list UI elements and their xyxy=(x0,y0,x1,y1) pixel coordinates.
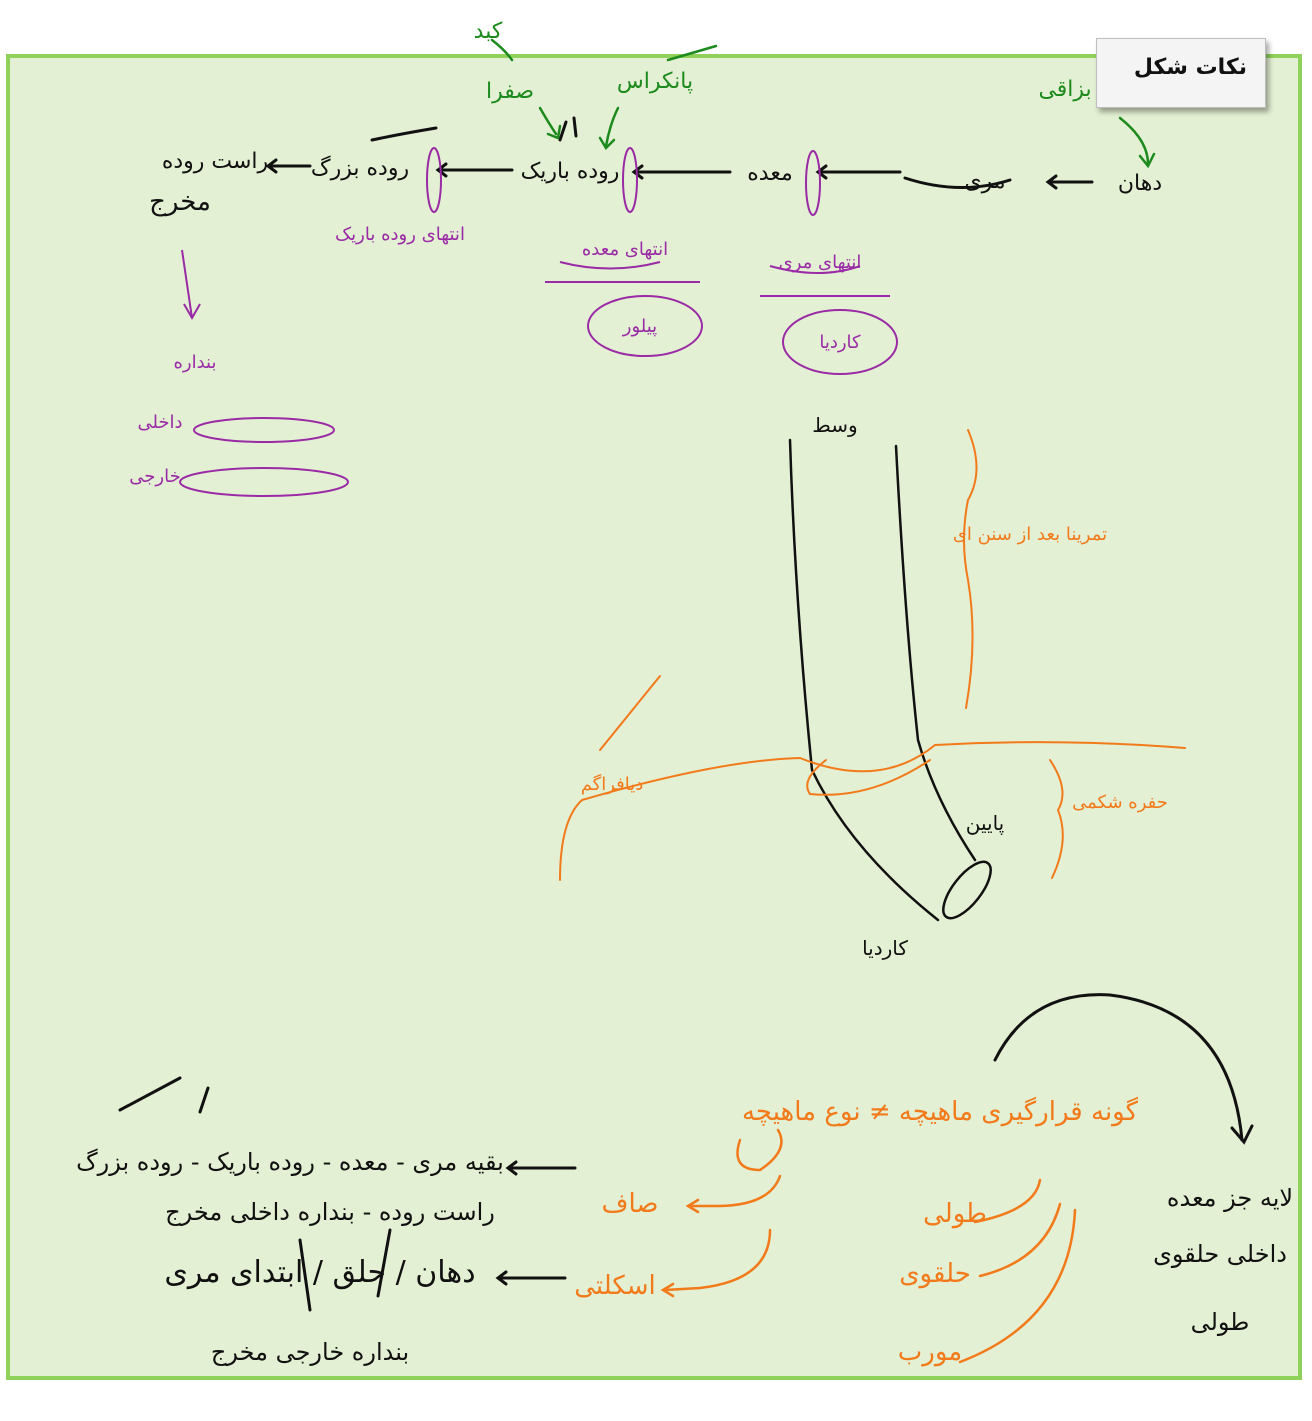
label-below-neck: تمرینا بعد از سنن ای xyxy=(953,524,1107,545)
label-low: پایین xyxy=(966,811,1005,836)
arrow-pancreas xyxy=(604,106,620,148)
abdomen-brace xyxy=(1049,759,1064,879)
label-oblique: مورب xyxy=(898,1337,962,1367)
smooth-list-2: راست روده - بنداره داخلی مخرج xyxy=(165,1198,495,1226)
external-sphincter: بنداره خارجی مخرج xyxy=(211,1338,409,1366)
label-smooth: صاف xyxy=(602,1189,659,1219)
smooth-list-1: بقیه مری - معده - روده باریک - روده بزرگ xyxy=(76,1148,504,1176)
esophagus-stroke xyxy=(903,176,1012,190)
label-esophagus: مری xyxy=(964,169,1005,194)
label-gall: صفرا xyxy=(486,79,534,104)
label-rectum: راست روده xyxy=(162,149,268,174)
pylorus-oval xyxy=(587,295,703,357)
arrow-gall xyxy=(538,106,558,136)
label-longitudinal: طولی xyxy=(923,1199,987,1229)
label-external: خارجی xyxy=(129,466,180,487)
note-box: نکات شکل xyxy=(1096,38,1266,108)
esophagus-opening xyxy=(942,860,992,920)
external-oval xyxy=(179,467,349,497)
sphincter-oval-ileocecal xyxy=(426,147,442,213)
label-liver: کبد xyxy=(474,19,503,44)
sphincter-oval-pylorus xyxy=(622,147,638,213)
label-end-small: انتهای روده باریک xyxy=(335,224,465,245)
diaphragm-curve xyxy=(559,741,1186,881)
sphincter-oval-cardia xyxy=(805,150,821,216)
label-cardia: کاردیا xyxy=(819,332,861,353)
arrowhead xyxy=(1045,174,1058,190)
right-note-2: داخلی حلقوی xyxy=(1153,1240,1287,1268)
label-pancreas: پانکراس xyxy=(617,69,693,94)
label-end-esophagus: انتهای مری xyxy=(779,252,862,273)
label-circular: حلقوی xyxy=(899,1259,971,1289)
internal-oval xyxy=(193,417,335,443)
label-abdomen: حفره شکمی xyxy=(1072,792,1168,813)
label-sphincter: بنداره xyxy=(173,352,216,373)
label-large-intestine: روده بزرگ xyxy=(311,155,409,181)
arrow-salivary xyxy=(1118,116,1150,166)
label-striated: اسکلتی xyxy=(574,1271,656,1301)
bottom-heading: گونه قرارگیری ماهیچه ≠ نوع ماهیچه xyxy=(742,1096,1139,1127)
label-stomach: معده xyxy=(747,161,792,186)
label-anus: مخرج xyxy=(149,187,211,217)
label-diagram-cardia: کاردیا xyxy=(862,936,908,960)
right-note-3: طولی xyxy=(1191,1308,1250,1336)
label-diaphragm: دیافراگم xyxy=(581,773,644,795)
label-middle: وسط xyxy=(812,413,857,437)
neck-brace xyxy=(963,429,978,709)
label-pylorus: پیلور xyxy=(622,316,657,337)
green-panel xyxy=(6,54,1302,1380)
note-title: نکات شکل xyxy=(1133,55,1247,80)
label-small-intestine: روده باریک xyxy=(521,159,620,184)
big-curve-arrow xyxy=(993,993,1244,1142)
right-note-1: لایه جز معده xyxy=(1167,1184,1293,1212)
label-internal: داخلی xyxy=(137,412,182,433)
label-end-stomach: انتهای معده xyxy=(582,239,668,260)
cardia-oval xyxy=(782,309,898,375)
esophagus-right-wall xyxy=(894,444,977,862)
label-mouth: دهان xyxy=(1118,171,1162,196)
esophagus-left-wall xyxy=(788,438,940,922)
striated-list: دهان / حلق / ابتدای مری xyxy=(164,1255,475,1290)
